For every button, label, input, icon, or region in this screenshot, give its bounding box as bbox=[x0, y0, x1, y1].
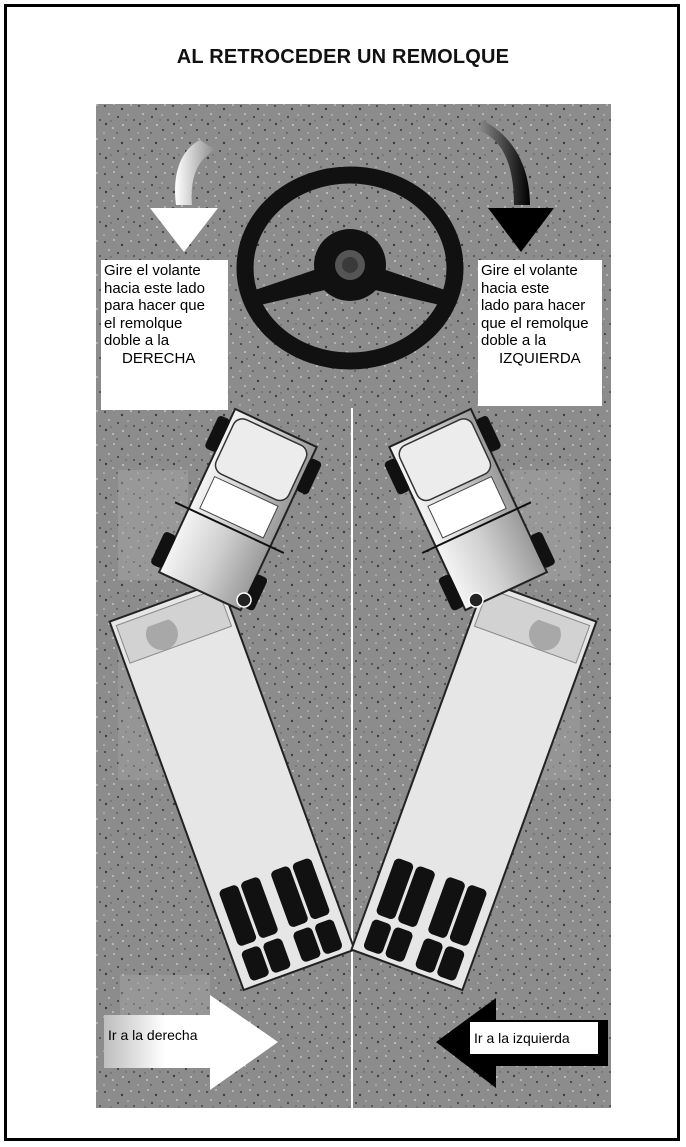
left-instruction-line: hacia este lado bbox=[104, 280, 225, 298]
left-instruction-line: doble a la bbox=[104, 332, 225, 350]
left-instruction-direction: DERECHA bbox=[104, 350, 225, 368]
right-instruction-line: Gire el volante bbox=[481, 262, 599, 280]
left-instruction-line: el remolque bbox=[104, 315, 225, 333]
left-instruction-box: Gire el volante hacia este lado para hac… bbox=[101, 260, 228, 410]
right-arrow-label: Ir a la izquierda bbox=[474, 1030, 570, 1046]
right-instruction-line: doble a la bbox=[481, 332, 599, 350]
left-instruction-line: Gire el volante bbox=[104, 262, 225, 280]
left-arrow-label: Ir a la derecha bbox=[108, 1027, 198, 1043]
right-instruction-line: que el remolque bbox=[481, 315, 599, 333]
right-instruction-line: hacia este bbox=[481, 280, 599, 298]
left-instruction-line: para hacer que bbox=[104, 297, 225, 315]
right-instruction-box: Gire el volante hacia este lado para hac… bbox=[478, 260, 602, 406]
right-instruction-direction: IZQUIERDA bbox=[481, 350, 599, 368]
right-instruction-line: lado para hacer bbox=[481, 297, 599, 315]
